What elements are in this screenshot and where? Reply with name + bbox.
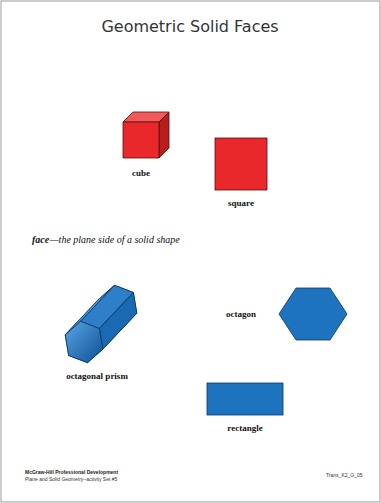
figure-label: rectangle [227,424,262,434]
cube-figure [123,112,169,158]
code-note: Trans_K2_G_05 [326,473,363,479]
square-figure [215,138,267,190]
figure-label: octagonal prism [66,372,128,382]
prism-face [65,321,103,362]
title: Geometric Solid Faces [101,18,278,36]
figure-label: square [228,199,254,209]
prism-figure [65,285,137,362]
rectangle-figure [207,383,283,415]
term: face [32,234,49,245]
series-note: Plane and Solid Geometry–activity Set #5 [25,477,117,483]
hexagon-figure [279,288,347,340]
definition: —the plane side of a solid shape [50,234,180,245]
publisher-note: McGraw-Hill Professional Development [25,470,118,476]
prism-side [99,293,136,350]
figure-label: octagon [226,310,256,320]
figure-label: cube [132,169,150,179]
